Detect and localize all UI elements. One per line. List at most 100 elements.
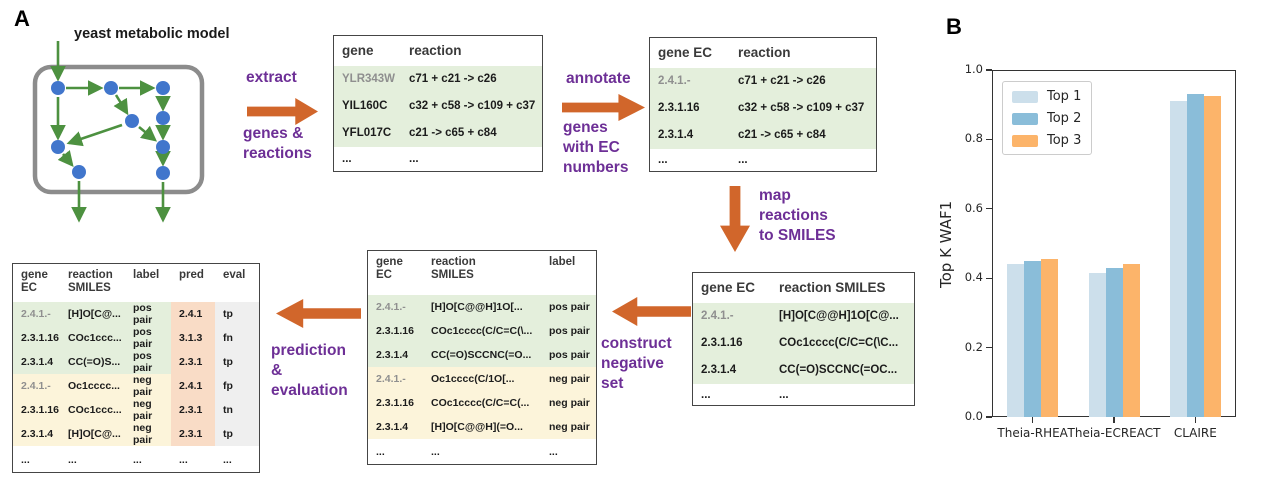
- bar-top-1: [1007, 264, 1025, 417]
- table-cell: YIL160C: [334, 93, 401, 120]
- table-cell: 2.3.1.4: [368, 415, 423, 439]
- table-cell: ...: [376, 446, 385, 459]
- x-tick-mark: [1032, 417, 1034, 423]
- table-row: ......: [693, 384, 914, 407]
- y-tick-mark: [986, 138, 992, 141]
- table-cell: 2.3.1.16: [368, 391, 423, 415]
- legend-entry: Top 1: [1012, 89, 1081, 104]
- bar-top-1: [1088, 272, 1106, 417]
- table-cell: pos pair: [541, 319, 596, 343]
- table-cell: 2.3.1: [171, 350, 215, 374]
- legend-swatch-icon: [1012, 90, 1038, 103]
- column-header: gene EC: [658, 45, 713, 60]
- table-cell: pos pair: [541, 295, 596, 319]
- step-construct-label: construct negative set: [601, 335, 672, 393]
- y-tick-label: 1.0: [964, 62, 983, 76]
- y-tick-label: 0.0: [964, 409, 983, 423]
- panel-b-label: B: [946, 14, 962, 39]
- table-cell: neg pair: [541, 391, 596, 415]
- reaction-edges: [50, 41, 171, 223]
- step-annotate-label-top: annotate: [566, 70, 631, 87]
- table-cell: CC(=O)SCCNC(=O...: [423, 343, 541, 367]
- table-row: ...............: [13, 446, 259, 474]
- table-cell: 2.4.1.-: [368, 295, 423, 319]
- bar-top-3: [1122, 264, 1140, 417]
- y-tick-mark: [986, 208, 992, 210]
- y-tick-label: 0.2: [964, 339, 983, 354]
- legend-entry: Top 3: [1012, 133, 1081, 148]
- table-cell: ...: [179, 453, 188, 466]
- table-cell: ...: [409, 153, 419, 166]
- table-cell: Oc1cccc...: [60, 374, 125, 398]
- y-tick-label: 0.6: [964, 200, 983, 215]
- table-row: ......: [650, 149, 876, 173]
- table-cell: 2.3.1: [171, 398, 215, 422]
- legend-swatch-icon: [1012, 134, 1038, 147]
- y-tick-label: 0.4: [964, 270, 983, 285]
- step-prediction-label: prediction & evaluation: [271, 342, 348, 400]
- y-tick-mark: [986, 277, 992, 279]
- table-cell: 2.4.1: [171, 374, 215, 398]
- table-cell: COc1cccc(C/C=C(...: [423, 391, 541, 415]
- column-header: reaction: [409, 43, 462, 58]
- table-cell: 2.3.1.4: [693, 357, 771, 384]
- table-cell: ...: [133, 453, 142, 466]
- table-cell: pos pair: [125, 302, 171, 326]
- table-cell: ...: [779, 388, 789, 401]
- table-cell: neg pair: [541, 415, 596, 439]
- x-tick-mark: [1194, 417, 1197, 423]
- table-cell: 2.4.1.-: [13, 374, 60, 398]
- table-cell: 2.4.1: [171, 302, 215, 326]
- table-cell: ...: [658, 154, 668, 167]
- x-tick-label: Theia-ECREACT: [1067, 426, 1161, 440]
- x-tick-label: CLAIRE: [1173, 426, 1217, 440]
- chart-legend: Top 1 Top 2 Top 3: [1002, 81, 1093, 155]
- table-cell: COc1ccc...: [60, 398, 125, 422]
- table-cell: ...: [223, 453, 232, 466]
- column-header: pred: [179, 269, 204, 281]
- table-cell: 2.3.1.4: [13, 422, 60, 446]
- table-cell: 3.1.3: [171, 326, 215, 350]
- table-cell: 2.4.1.-: [693, 303, 771, 330]
- legend-label: Top 2: [1047, 111, 1082, 126]
- table-cell: YLR343W: [334, 66, 401, 93]
- table-cell: 2.3.1.16: [650, 95, 730, 122]
- bar-top-2: [1186, 94, 1204, 417]
- table-cell: [H]O[C@@H]1O[...: [423, 295, 541, 319]
- table-cell: c21 -> c65 + c84: [401, 120, 542, 147]
- table-cell: ...: [431, 446, 440, 459]
- table-cell: tp: [215, 302, 259, 326]
- table-row: ......: [334, 147, 542, 173]
- table-cell: 2.3.1.4: [650, 122, 730, 149]
- table-cell: 2.3.1.16: [13, 398, 60, 422]
- table-cell: c32 + c58 -> c109 + c37: [730, 95, 876, 122]
- table-cell: 2.3.1: [171, 422, 215, 446]
- bar-top-2: [1105, 267, 1123, 417]
- table-cell: 2.4.1.-: [650, 68, 730, 95]
- table-cell: COc1ccc...: [60, 326, 125, 350]
- table-cell: pos pair: [541, 343, 596, 367]
- step-extract-label-bottom: genes & reactions: [243, 125, 312, 163]
- table-cell: tp: [215, 350, 259, 374]
- column-header: reaction: [738, 45, 791, 60]
- table-cell: CC(=O)SCCNC(=OC...: [771, 357, 914, 384]
- metabolic-network-diagram: [32, 41, 205, 223]
- table-cell: c21 -> c65 + c84: [730, 122, 876, 149]
